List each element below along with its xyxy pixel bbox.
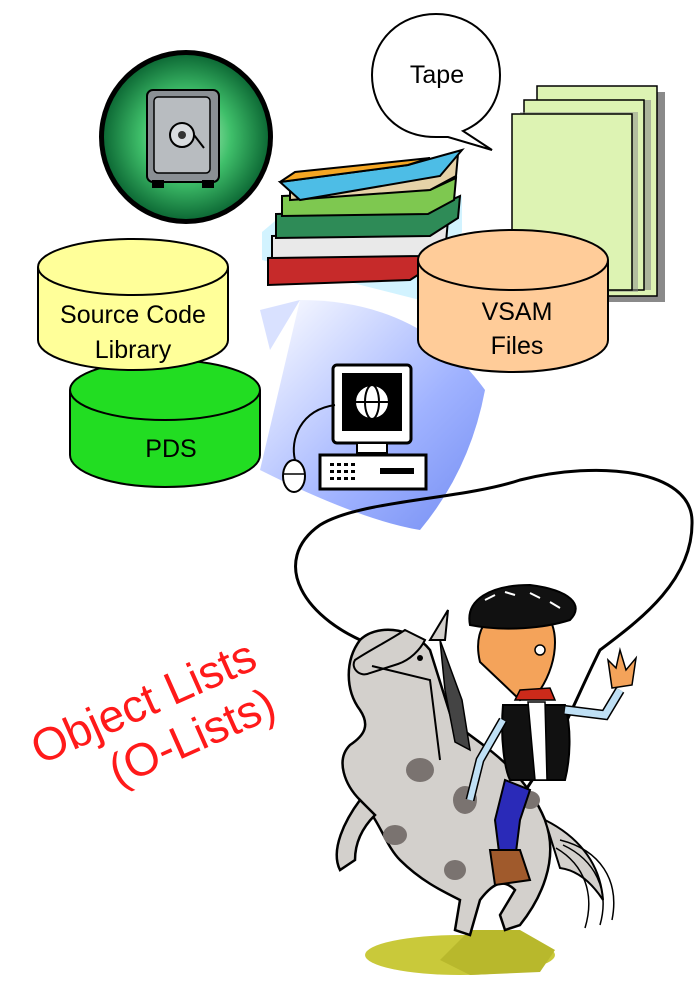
source-library-cylinder	[37, 238, 229, 371]
computer-icon	[282, 363, 428, 493]
vsam-label-line1: VSAM	[482, 298, 553, 326]
cowboy-horse-icon	[335, 583, 638, 975]
title: Object Lists (O-Lists)	[23, 629, 283, 797]
pds-cylinder	[69, 359, 261, 488]
speech-bubble-icon	[370, 12, 502, 151]
tape-label: Tape	[410, 61, 464, 89]
books-icon	[262, 148, 465, 300]
source-library-label-line2: Library	[95, 336, 172, 364]
safe-icon	[99, 50, 273, 224]
pds-label: PDS	[145, 435, 196, 463]
vsam-cylinder	[417, 229, 609, 373]
source-library-label-line1: Source Code	[60, 301, 206, 329]
vsam-label-line2: Files	[491, 332, 544, 360]
